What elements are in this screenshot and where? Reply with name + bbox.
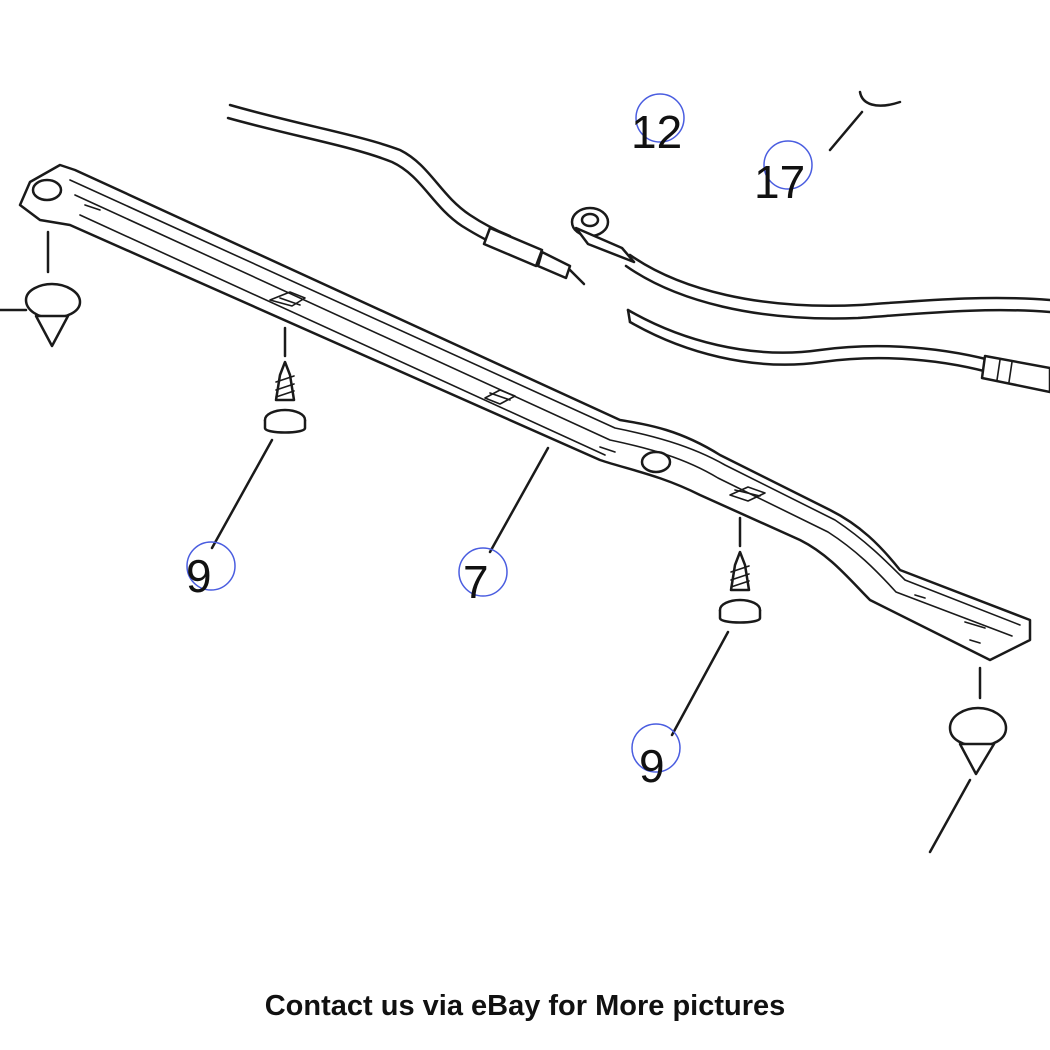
label-7: 7 (463, 556, 489, 608)
cable-upper (226, 103, 586, 286)
part-17-leader (828, 90, 902, 152)
label-17: 17 (754, 156, 805, 208)
push-clip-right (928, 666, 1008, 854)
part-7-leader (488, 446, 550, 554)
callout-9-right: 9 (631, 723, 681, 792)
callout-17: 17 (754, 140, 813, 208)
label-12: 12 (631, 106, 682, 158)
caption-text: Contact us via eBay for More pictures (264, 990, 786, 1022)
callout-9-left: 9 (186, 541, 236, 602)
push-clip-left (0, 230, 82, 348)
cable-right (570, 206, 1050, 320)
callout-7: 7 (458, 547, 508, 608)
label-9-left: 9 (186, 550, 212, 602)
cable-lower (626, 308, 1050, 394)
screw-right (670, 516, 762, 737)
screw-left (210, 326, 307, 550)
main-rail (18, 163, 1032, 662)
callout-12: 12 (631, 93, 685, 158)
label-9-right: 9 (639, 740, 665, 792)
